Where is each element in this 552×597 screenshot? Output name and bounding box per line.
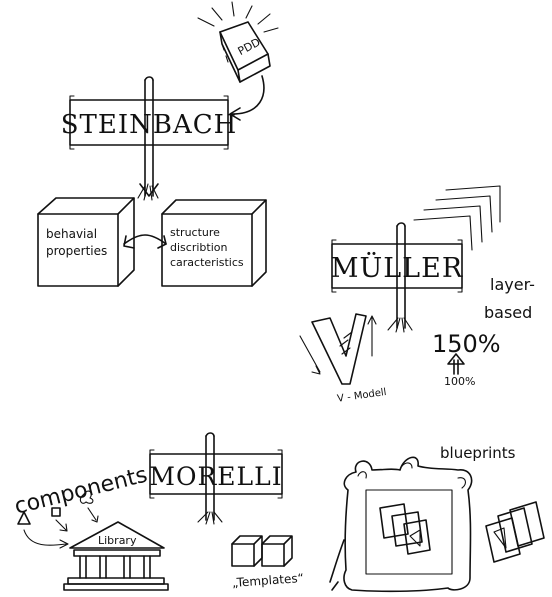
steinbach-title: STEINBACH <box>61 110 238 140</box>
double-arrow <box>123 234 167 245</box>
cube-right-line-1: structure <box>170 226 220 239</box>
percent-up-arrow <box>447 353 465 375</box>
cube-right-line-3: caracteristics <box>170 256 244 269</box>
template-cubes-icon <box>231 535 293 567</box>
flower-shape <box>79 490 94 504</box>
layer-note-line-1: layer- <box>490 275 535 294</box>
book-arrow <box>231 75 265 115</box>
structure-cube: structure discribtion caracteristics <box>161 199 267 287</box>
percent-small: 100% <box>444 375 475 388</box>
v-model-icon: V - Modell <box>299 313 388 405</box>
triangle-shape <box>17 511 31 525</box>
behavior-cube: behavial properties <box>37 197 135 287</box>
morelli-sign: MORELLI <box>149 449 283 499</box>
cube-right-line-2: discribtion <box>170 241 227 254</box>
library-label: Library <box>98 534 137 547</box>
mueller-post <box>396 225 406 329</box>
blueprints-label: blueprints <box>440 444 516 462</box>
book-rays <box>197 1 279 33</box>
frame-stand <box>329 539 345 591</box>
steinbach-sign: STEINBACH <box>61 95 238 150</box>
percent-large: 150% <box>432 330 501 358</box>
square-shape <box>51 507 61 517</box>
v-model-label: V - Modell <box>337 387 388 405</box>
motion-lines <box>413 185 501 251</box>
morelli-post <box>205 435 215 521</box>
mueller-sign: MÜLLER <box>331 239 463 293</box>
morelli-title: MORELLI <box>149 462 282 491</box>
morelli-group: components Library MORELLI <box>12 432 305 591</box>
components-label: components <box>12 463 150 520</box>
ornate-frame-icon <box>343 456 473 593</box>
mueller-title: MÜLLER <box>331 250 463 284</box>
mueller-group: MÜLLER layer- based V - Modell 150% 100% <box>299 185 535 405</box>
cube-left-line-2: properties <box>46 244 107 258</box>
pdd-book-icon: PDD <box>219 21 271 83</box>
cube-left-line-1: behavial <box>46 227 97 241</box>
library-icon: Library <box>63 521 169 591</box>
steinbach-group: PDD STEINBACH behavial properties <box>37 1 279 287</box>
loose-papers-icon <box>485 501 545 563</box>
blueprints-group: blueprints <box>329 444 545 593</box>
layer-note-line-2: based <box>484 303 532 322</box>
templates-label: „Templates“ <box>232 571 305 590</box>
frame-papers-icon <box>379 503 431 555</box>
